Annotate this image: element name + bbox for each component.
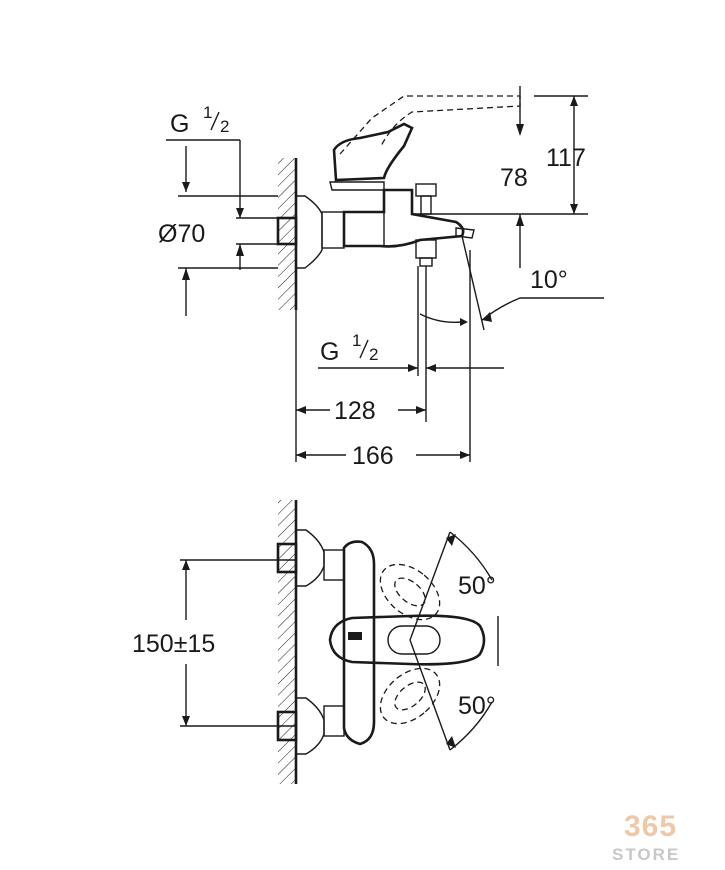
- height-total-label: 117: [546, 144, 586, 172]
- lever-handle: [332, 122, 414, 182]
- wall-connector: [276, 216, 298, 246]
- thread-top-num: 1: [203, 103, 212, 122]
- rotation-down-label: 50°: [458, 692, 496, 720]
- front-view: 150±15 50° 50°: [132, 500, 499, 784]
- escutcheon: [296, 195, 323, 269]
- depth-outlet-label: 128: [334, 397, 376, 425]
- lever-raised-outline: [339, 95, 521, 155]
- upper-nut: [323, 549, 345, 581]
- wall-hatch-bottom: [278, 500, 296, 784]
- store-watermark: 365 STORE: [612, 810, 680, 864]
- lower-nut: [323, 705, 345, 737]
- spout-outlet: [455, 227, 475, 239]
- lever-opening: [387, 625, 441, 655]
- rotation-up-label: 50°: [458, 572, 496, 600]
- upper-connector: [276, 542, 298, 574]
- lever-front: [328, 614, 486, 666]
- shower-outlet: [415, 239, 437, 259]
- height-spout-label: 78: [500, 164, 528, 192]
- side-view: 117 78 G 1 2 Ø70 10° G 1 2: [158, 86, 604, 470]
- thread-bottom-num: 1: [352, 331, 361, 350]
- lever-base: [329, 181, 385, 191]
- watermark-word: STORE: [612, 845, 680, 864]
- lever-indicator: [348, 632, 362, 640]
- thread-bottom-den: 2: [369, 345, 378, 364]
- thread-top-label: G: [170, 110, 189, 138]
- spacing-label: 150±15: [132, 630, 215, 658]
- depth-total-label: 166: [352, 442, 394, 470]
- watermark-number: 365: [624, 810, 677, 843]
- thread-top-den: 2: [220, 117, 229, 136]
- mixer-body-front: [342, 540, 376, 746]
- eccentric-nut: [321, 211, 345, 249]
- thread-bottom-label: G: [320, 338, 339, 366]
- lever-rotation-outlines: [379, 563, 441, 725]
- diameter-label: Ø70: [158, 220, 205, 248]
- diverter-knob: [415, 183, 437, 197]
- angle-label: 10°: [530, 266, 568, 294]
- mixer-body: [342, 188, 465, 248]
- wall-hatch-top: [278, 158, 296, 310]
